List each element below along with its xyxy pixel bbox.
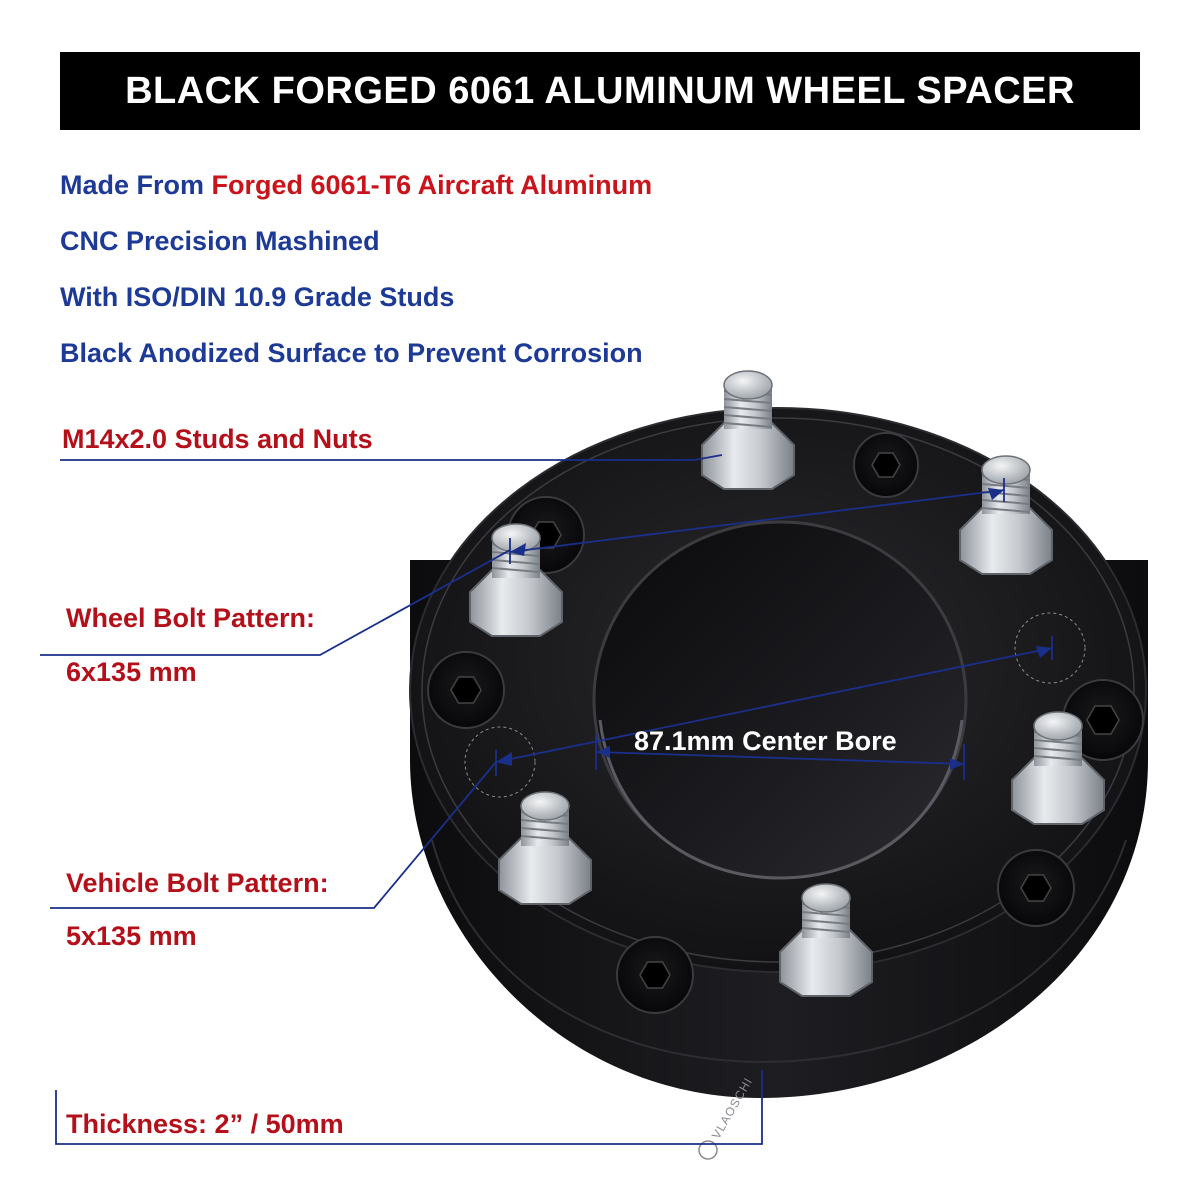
feature-surface: Black Anodized Surface to Prevent Corros… [60, 338, 643, 368]
hex-sockets [427, 432, 1144, 1014]
vehicle-bolt-pattern-label: Vehicle Bolt Pattern: [66, 868, 329, 898]
studs-callout: M14x2.0 Studs and Nuts [62, 424, 373, 454]
wheel-bolt-pattern-label: Wheel Bolt Pattern: [66, 603, 316, 633]
feature-material: Made From Forged 6061-T6 Aircraft Alumin… [60, 170, 652, 201]
bolt-hole-marker [1014, 612, 1086, 684]
feature-material-prefix: Made From [60, 170, 212, 200]
feature-studs: With ISO/DIN 10.9 Grade Studs [60, 282, 455, 312]
center-bore [592, 520, 968, 880]
center-bore-callout: 87.1mm Center Bore [634, 726, 897, 756]
feature-cnc: CNC Precision Mashined [60, 226, 380, 256]
bolt-hole-marker [464, 726, 536, 798]
wheel-bolt-pattern-value: 6x135 mm [66, 657, 197, 687]
studs [469, 370, 1105, 997]
arrowheads [496, 488, 1052, 770]
feature-material-highlight: Forged 6061-T6 Aircraft Aluminum [211, 170, 653, 200]
vehicle-bolt-pattern-value: 5x135 mm [66, 921, 197, 951]
thickness-callout: Thickness: 2” / 50mm [66, 1109, 344, 1139]
title-banner: BLACK FORGED 6061 ALUMINUM WHEEL SPACER [60, 52, 1140, 130]
